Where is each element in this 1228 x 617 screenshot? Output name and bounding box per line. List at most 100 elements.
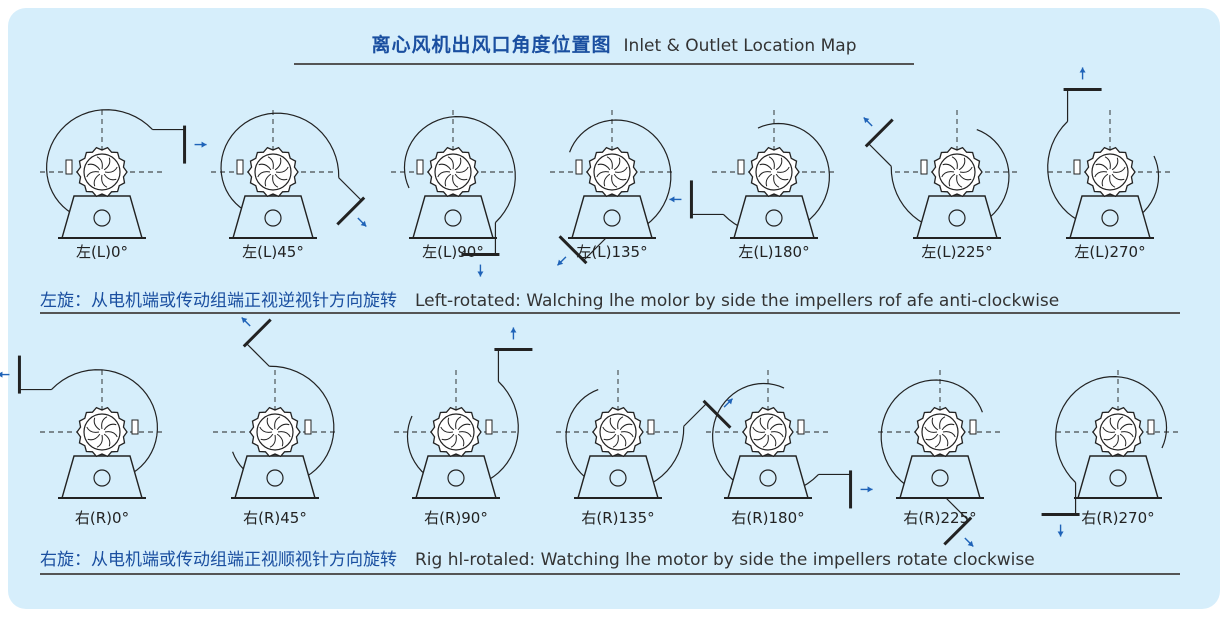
fan-right-270: 右(R)270°	[1041, 370, 1180, 537]
outlet-duct-edge	[338, 177, 362, 201]
impeller-blade	[941, 423, 955, 431]
base-shaft-hole	[1101, 209, 1119, 227]
outlet-arrow-head	[726, 398, 733, 405]
impeller-blade	[440, 426, 454, 433]
impeller-blade	[272, 174, 279, 188]
fan-base	[234, 455, 316, 499]
impeller-blade	[958, 173, 972, 181]
impeller-blade	[956, 174, 963, 188]
outlet-flange	[336, 196, 366, 226]
impeller-blade	[260, 433, 274, 441]
impeller-ring	[599, 413, 637, 451]
impeller-blade	[951, 156, 958, 170]
impeller-ring	[434, 153, 472, 191]
motor-terminal-box	[575, 159, 583, 175]
impeller-blade	[277, 431, 291, 438]
fan-base	[577, 455, 659, 499]
impeller-blade	[620, 431, 634, 438]
outlet-arrow-head	[241, 317, 248, 324]
fan-left-135: 左(L)135°	[550, 110, 674, 266]
fan-left-90: 左(L)90°	[391, 110, 516, 277]
impeller-blade	[941, 171, 955, 178]
fan-base	[916, 195, 998, 239]
impeller-ring	[755, 153, 793, 191]
impeller-blade	[1104, 156, 1111, 170]
impeller-blade	[86, 426, 100, 433]
impeller-blade	[1101, 173, 1109, 187]
impeller-blade	[266, 417, 274, 431]
impeller-blade	[770, 431, 784, 438]
volute-casing	[569, 119, 672, 239]
motor-terminal-box	[1147, 419, 1155, 435]
fan-left-0: 左(L)0°	[40, 109, 207, 261]
fan-left-180: 左(L)180°	[669, 110, 836, 261]
impeller-blade	[437, 171, 451, 178]
title-underline	[294, 63, 914, 65]
impeller-blade	[759, 163, 773, 171]
outlet-arrow-head	[863, 117, 870, 124]
fan-base	[1077, 455, 1159, 499]
volute-casing	[403, 116, 516, 223]
impeller-blade	[103, 423, 117, 431]
impeller-ring	[437, 413, 475, 451]
impeller-blade	[458, 431, 472, 438]
impeller-blade	[753, 433, 767, 441]
outlet-arrow-head	[360, 220, 367, 227]
base-shaft-hole	[93, 209, 111, 227]
motor-terminal-box	[416, 159, 424, 175]
outlet-duct-edge	[683, 403, 707, 427]
impeller-blade	[1111, 157, 1119, 171]
impeller-blade	[1119, 423, 1133, 431]
impeller-blade	[454, 157, 462, 171]
left-rotation-description-en: Left-rotated: Walching lhe molor by side…	[415, 291, 1060, 311]
motor-terminal-box	[236, 159, 244, 175]
impeller-blade	[603, 173, 611, 187]
volute-casing	[220, 112, 340, 215]
outlet-arrow-head	[0, 371, 3, 378]
impeller-blade	[447, 156, 454, 170]
fan-position-label: 右(R)0°	[75, 509, 129, 527]
volute-casing	[880, 379, 983, 499]
impeller-blade	[96, 156, 103, 170]
base-shaft-hole	[447, 469, 465, 487]
impeller-blade	[934, 434, 941, 448]
fan-right-225: 右(R)225°	[878, 370, 1002, 548]
outlet-arrow-head	[557, 259, 564, 266]
title-chinese: 离心风机出风口角度位置图	[371, 34, 612, 56]
fan-right-180: 右(R)180°	[706, 370, 873, 527]
impeller-ring	[254, 153, 292, 191]
outlet-arrow-head	[1057, 531, 1064, 537]
impeller-blade	[93, 417, 101, 431]
impeller-blade	[775, 157, 783, 171]
impeller-blade	[597, 163, 611, 171]
right-rotation-description-cn: 右旋：从电机端或传动组端正视顺视针方向旋转	[40, 550, 397, 570]
impeller-blade	[438, 163, 452, 171]
base-shaft-hole	[948, 209, 966, 227]
impeller-blade	[86, 171, 100, 178]
impeller-blade	[103, 433, 111, 447]
impeller-blade	[942, 163, 956, 171]
impeller-blade	[614, 166, 628, 173]
fan-right-135: 右(R)135°	[556, 370, 734, 527]
base-shaft-hole	[93, 469, 111, 487]
outlet-arrow-head	[967, 540, 974, 547]
fan-position-label: 左(L)225°	[921, 243, 992, 261]
motor-terminal-box	[969, 419, 977, 435]
impeller-blade	[1103, 433, 1117, 441]
fan-position-label: 左(L)90°	[422, 243, 484, 261]
impeller-blade	[257, 171, 271, 178]
impeller-blade	[264, 173, 272, 187]
impeller-ring	[1099, 413, 1137, 451]
impeller-blade	[101, 416, 108, 430]
fan-right-90: 右(R)90°	[394, 327, 533, 527]
fan-base	[733, 195, 815, 239]
impeller-ring	[1091, 153, 1129, 191]
base-shaft-hole	[1109, 469, 1127, 487]
outlet-flange	[558, 235, 588, 265]
impeller-ring	[938, 153, 976, 191]
impeller-blade	[93, 173, 101, 187]
outlet-duct-edge	[868, 143, 892, 167]
fan-base	[61, 455, 143, 499]
fan-position-label: 右(R)45°	[243, 509, 307, 527]
